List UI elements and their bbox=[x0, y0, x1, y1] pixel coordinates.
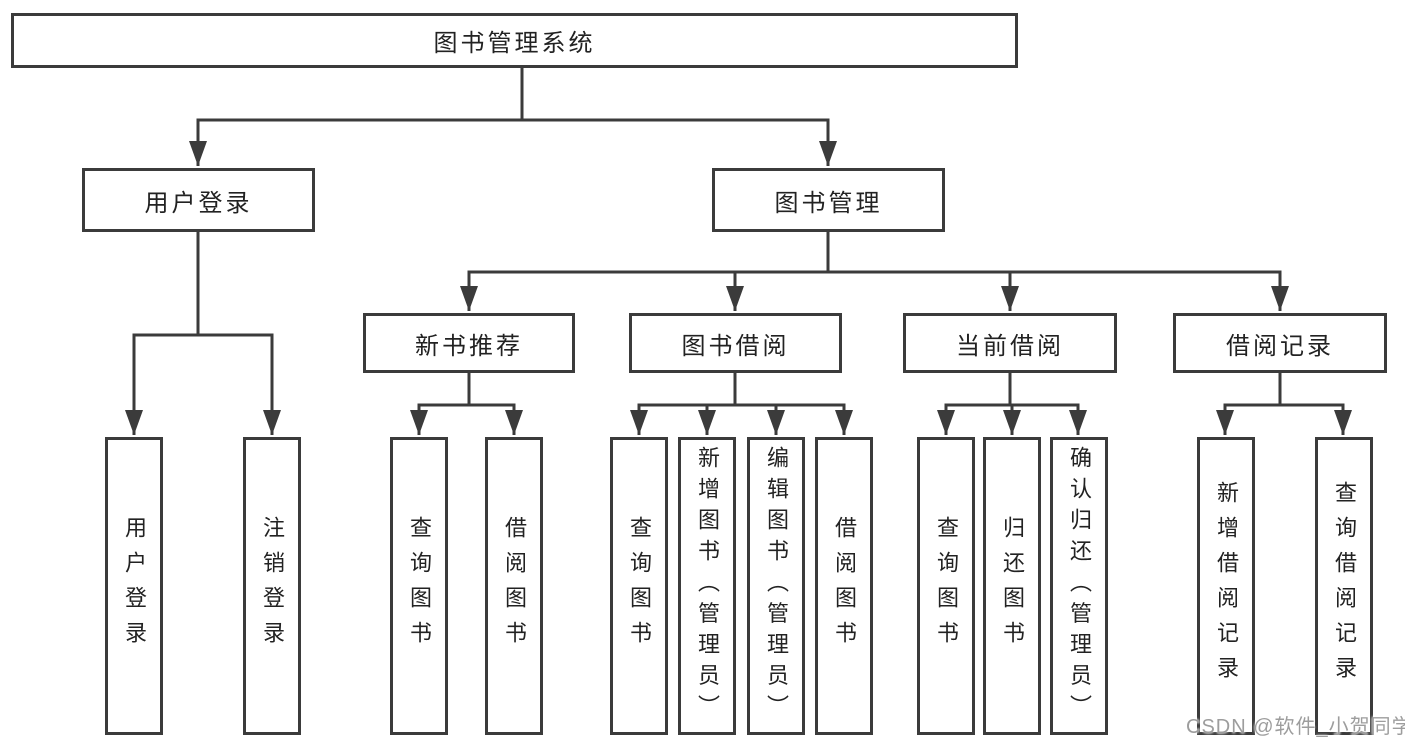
node-book-borrow: 图书借阅 bbox=[629, 313, 842, 373]
leaf-confirm-return-label: 确认归还（管理员） bbox=[1067, 446, 1092, 726]
leaf-edit-book: 编辑图书（管理员） bbox=[747, 437, 805, 735]
node-library-system: 图书管理系统 bbox=[11, 13, 1018, 68]
node-current-borrow-label: 当前借阅 bbox=[956, 332, 1064, 360]
leaf-add-borrow-record-label: 新增借阅记录 bbox=[1214, 481, 1239, 691]
leaf-rec-query-book-label: 查询图书 bbox=[407, 516, 432, 656]
leaf-add-book-label: 新增图书（管理员） bbox=[695, 446, 720, 726]
leaf-rec-query-book: 查询图书 bbox=[390, 437, 448, 735]
node-user-login-label: 用户登录 bbox=[144, 189, 253, 217]
connector-current-borrow-children bbox=[937, 373, 1087, 435]
leaf-query-borrow-record-label: 查询借阅记录 bbox=[1332, 481, 1357, 691]
node-book-mgmt-label: 图书管理 bbox=[774, 189, 883, 217]
node-library-system-label: 图书管理系统 bbox=[433, 30, 596, 57]
leaf-query-borrow-record: 查询借阅记录 bbox=[1315, 437, 1373, 735]
node-user-login: 用户登录 bbox=[82, 168, 315, 232]
leaf-confirm-return: 确认归还（管理员） bbox=[1050, 437, 1108, 735]
connector-root-to-level2 bbox=[189, 68, 837, 166]
leaf-user-login-label: 用户登录 bbox=[122, 516, 147, 656]
connector-book-borrow-children bbox=[630, 373, 853, 435]
leaf-rec-borrow-book: 借阅图书 bbox=[485, 437, 543, 735]
connector-book-mgmt-to-level3 bbox=[460, 232, 1289, 311]
leaf-borrow-query-book-label: 查询图书 bbox=[627, 516, 652, 656]
node-borrow-records-label: 借阅记录 bbox=[1226, 332, 1334, 360]
leaf-logout-label: 注销登录 bbox=[260, 516, 285, 656]
leaf-rec-borrow-book-label: 借阅图书 bbox=[502, 516, 527, 656]
leaf-add-borrow-record: 新增借阅记录 bbox=[1197, 437, 1255, 735]
node-new-book-rec-label: 新书推荐 bbox=[415, 332, 523, 360]
node-book-borrow-label: 图书借阅 bbox=[681, 332, 790, 360]
leaf-current-query-book-label: 查询图书 bbox=[934, 516, 959, 656]
leaf-add-book: 新增图书（管理员） bbox=[678, 437, 736, 735]
leaf-borrow-book-label: 借阅图书 bbox=[832, 516, 857, 656]
connector-borrow-records-children bbox=[1216, 373, 1352, 435]
leaf-logout: 注销登录 bbox=[243, 437, 301, 735]
node-borrow-records: 借阅记录 bbox=[1173, 313, 1387, 373]
leaf-edit-book-label: 编辑图书（管理员） bbox=[764, 446, 789, 726]
leaf-return-book-label: 归还图书 bbox=[1000, 516, 1025, 656]
node-new-book-rec: 新书推荐 bbox=[363, 313, 575, 373]
leaf-borrow-book: 借阅图书 bbox=[815, 437, 873, 735]
watermark: CSDN @软件_小贺同学 bbox=[1186, 716, 1405, 738]
leaf-return-book: 归还图书 bbox=[983, 437, 1041, 735]
leaf-user-login: 用户登录 bbox=[105, 437, 163, 735]
leaf-current-query-book: 查询图书 bbox=[917, 437, 975, 735]
node-book-mgmt: 图书管理 bbox=[712, 168, 945, 232]
node-current-borrow: 当前借阅 bbox=[903, 313, 1117, 373]
connector-new-book-rec-children bbox=[410, 373, 523, 435]
connector-user-login-children bbox=[125, 232, 281, 435]
leaf-borrow-query-book: 查询图书 bbox=[610, 437, 668, 735]
